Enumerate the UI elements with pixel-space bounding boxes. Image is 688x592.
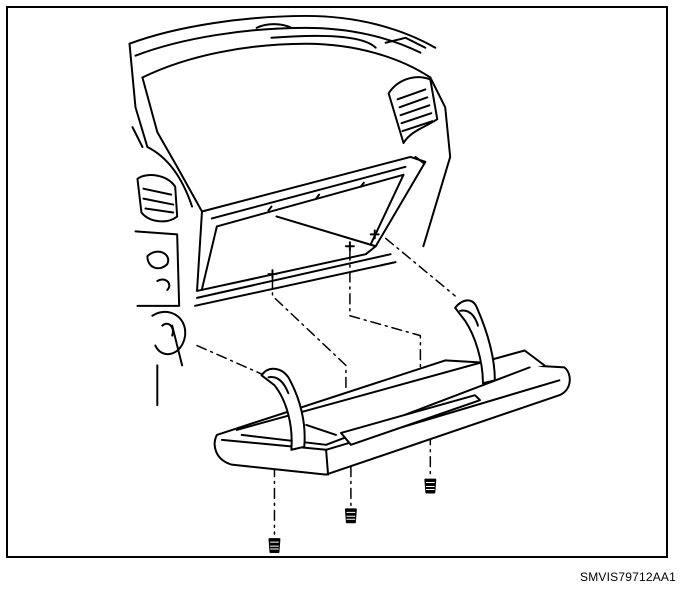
instrument-panel (128, 14, 452, 248)
figure-caption: SMVIS79712AA1 (580, 570, 676, 584)
mounting-holes (267, 229, 380, 280)
air-vent-right (387, 76, 439, 145)
hinge-arm-right (454, 299, 496, 385)
center-console (134, 174, 187, 407)
illustration-frame (6, 6, 668, 558)
glove-box-door (213, 349, 571, 476)
glove-box-opening (194, 155, 427, 307)
screws (268, 478, 437, 554)
hinge-arm-left (260, 367, 306, 451)
glove-box-removal-illustration (128, 14, 571, 554)
